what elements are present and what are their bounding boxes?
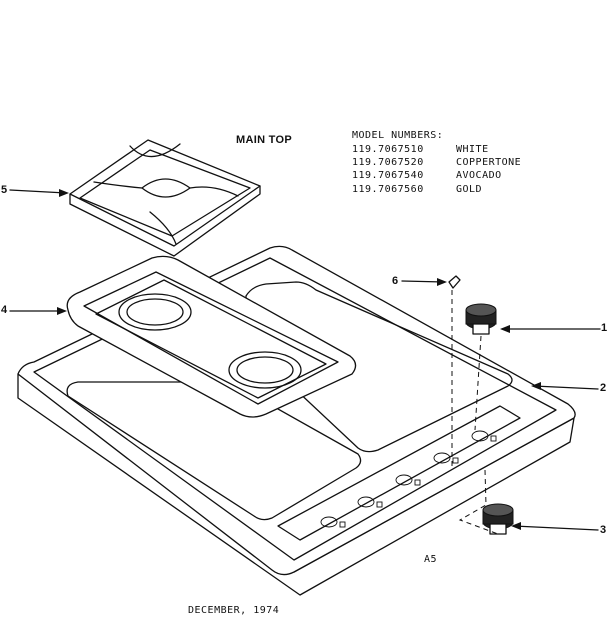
burner-grate (69, 139, 261, 257)
model-number: 119.7067510 (352, 144, 424, 155)
model-color: GOLD (456, 184, 483, 195)
model-number: 119.7067540 (352, 170, 424, 181)
control-holes (320, 430, 497, 528)
screw-part (448, 275, 461, 289)
knob-lower (482, 503, 514, 535)
model-color: COPPERTONE (456, 157, 522, 168)
callout-1: 1 (601, 322, 608, 334)
callout-5: 5 (1, 184, 8, 196)
model-color: WHITE (456, 144, 489, 155)
model-number: 119.7067520 (352, 157, 424, 168)
model-header: MODEL NUMBERS: (352, 130, 444, 141)
diagram-date: DECEMBER, 1974 (188, 605, 280, 616)
callout-4: 4 (1, 304, 8, 316)
model-number: 119.7067560 (352, 184, 424, 195)
figure-code: A5 (424, 554, 438, 565)
leader-lines (9, 189, 601, 531)
callout-2: 2 (600, 382, 607, 394)
knob-upper (465, 303, 497, 335)
model-color: AVOCADO (456, 170, 502, 181)
callout-6: 6 (392, 275, 399, 287)
callout-3: 3 (600, 524, 607, 536)
burner-tray (66, 255, 357, 418)
diagram-title: MAIN TOP (236, 134, 292, 146)
